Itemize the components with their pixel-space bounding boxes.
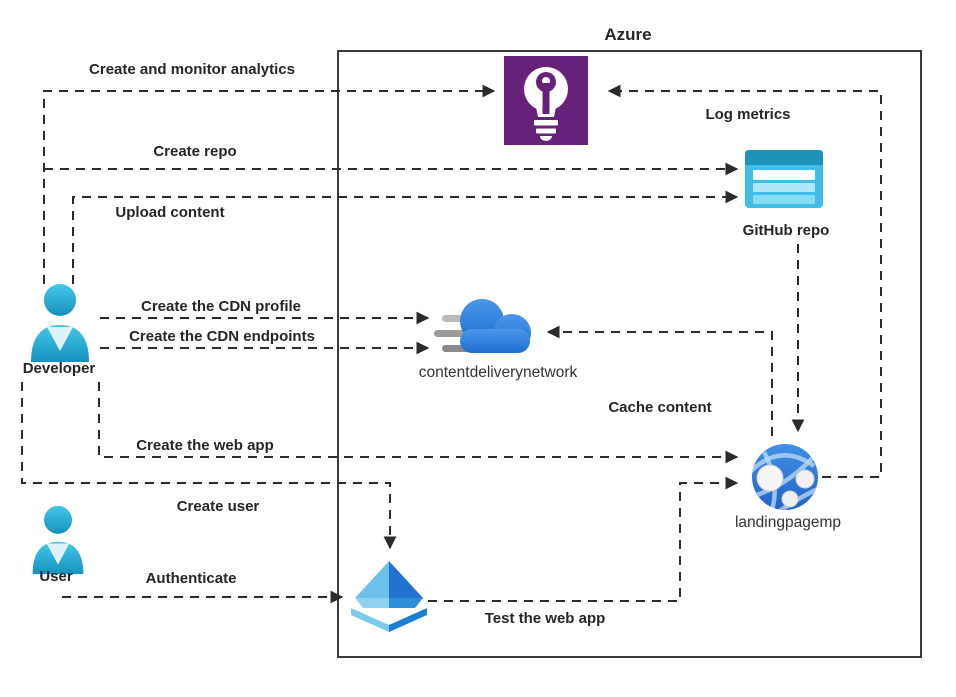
label-create-and-monitor-analytics: Create and monitor analytics bbox=[89, 61, 295, 78]
label-contentdeliverynetwork: contentdeliverynetwork bbox=[418, 364, 578, 381]
app-service-globe-icon bbox=[752, 444, 818, 510]
edge-create-and-monitor-analytics bbox=[43, 84, 496, 284]
label-cache-content: Cache content bbox=[608, 399, 712, 416]
edge-create-web-app bbox=[98, 382, 739, 464]
label-developer: Developer bbox=[22, 360, 96, 377]
label-user: User bbox=[39, 568, 73, 585]
label-create-cdn-endpoints: Create the CDN endpoints bbox=[129, 328, 315, 345]
label-test-the-web-app: Test the web app bbox=[484, 610, 606, 627]
label-log-metrics: Log metrics bbox=[705, 106, 791, 123]
label-create-cdn-profile: Create the CDN profile bbox=[140, 298, 302, 315]
application-insights-icon bbox=[504, 56, 588, 145]
label-authenticate: Authenticate bbox=[145, 570, 237, 587]
label-create-repo: Create repo bbox=[153, 143, 237, 160]
edge-test-web-app bbox=[428, 476, 739, 602]
label-create-user: Create user bbox=[176, 498, 260, 515]
label-landingpagemp: landingpagemp bbox=[734, 514, 842, 531]
label-github-repo: GitHub repo bbox=[742, 222, 830, 239]
github-repo-icon bbox=[745, 150, 823, 208]
cdn-cloud-icon bbox=[434, 299, 531, 353]
azure-boundary-box bbox=[337, 50, 922, 658]
edge-cache-content bbox=[546, 325, 773, 436]
developer-person-icon bbox=[31, 284, 89, 362]
label-create-the-web-app: Create the web app bbox=[136, 437, 274, 454]
edge-log-metrics bbox=[607, 84, 882, 478]
edge-create-user bbox=[21, 382, 397, 550]
azure-boundary-title: Azure bbox=[604, 25, 652, 44]
edge-upload-content bbox=[72, 190, 739, 284]
ad-b2c-diamond-icon bbox=[351, 561, 427, 632]
user-person-icon bbox=[32, 505, 84, 575]
label-upload-content: Upload content bbox=[115, 204, 225, 221]
